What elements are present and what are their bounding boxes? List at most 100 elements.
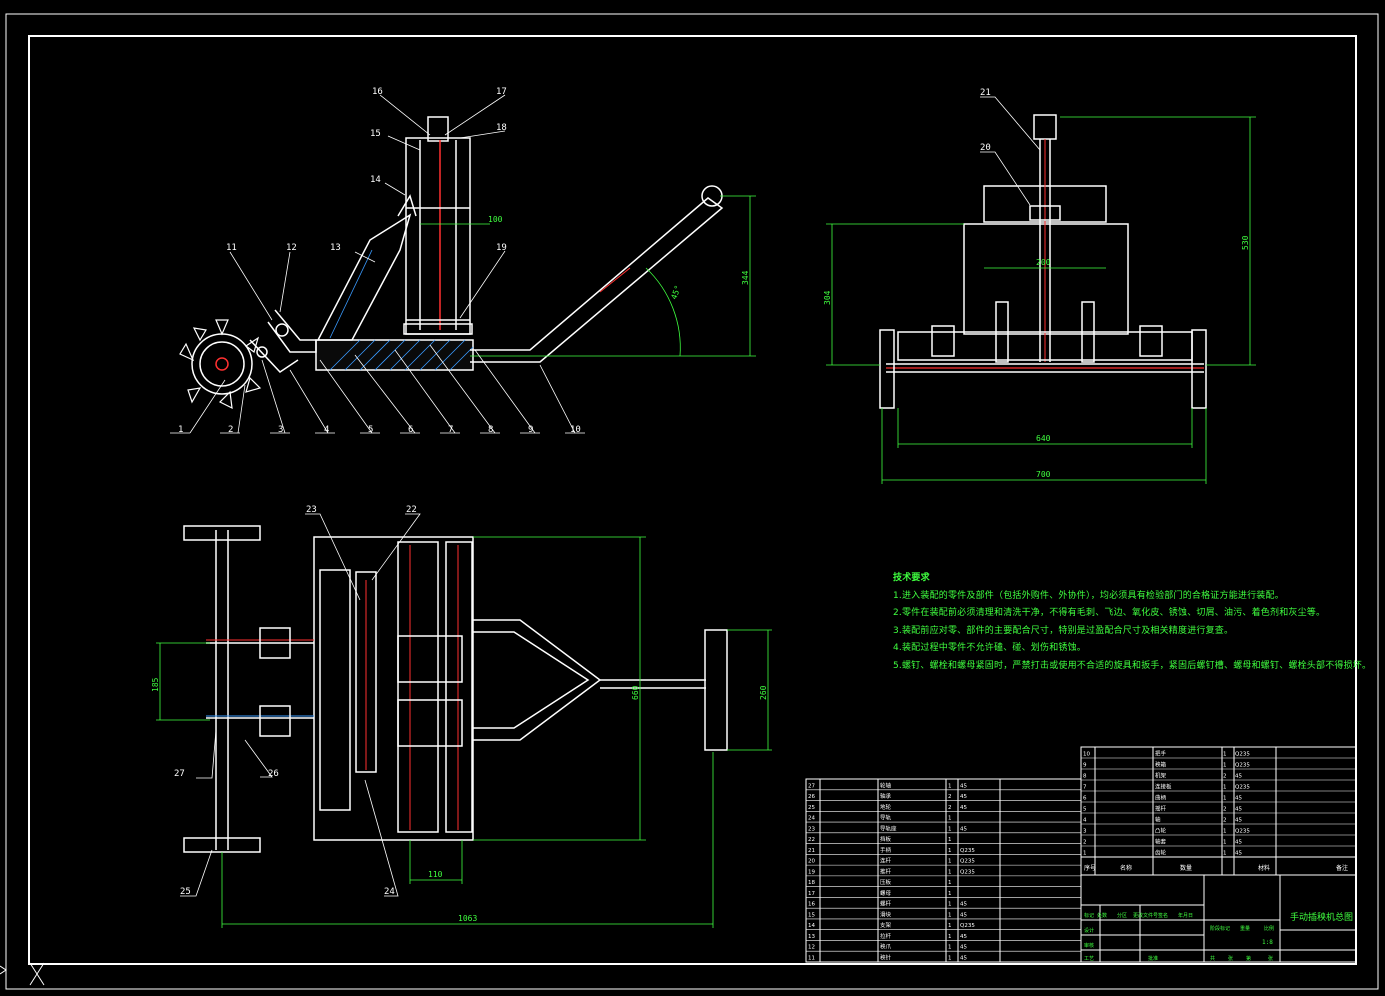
bom-cell: 压板 [880,878,892,886]
title-block-label: 审核 [1084,942,1094,949]
bom-cell: 地轮 [880,803,892,811]
plan-view [156,513,772,928]
bom-cell: 21 [808,848,815,854]
bom-table-right [1080,746,1357,876]
bom-cell: 2 [1223,807,1227,813]
title-block-label: 标记 [1084,912,1094,919]
tech-note: 3.装配前应对零、部件的主要配合尺寸，特别是过盈配合尺寸及相关精度进行复查。 [893,625,1234,636]
bom-cell: 45 [1235,807,1242,813]
bom-cell: 手柄 [880,846,892,854]
bom-cell: 轮轴 [880,781,892,789]
part-label: 17 [496,87,507,97]
part-label: 15 [370,129,381,139]
bom-cell: 推杆 [880,867,892,875]
outer-border [5,13,1379,990]
bom-cell: 12 [808,945,815,951]
bom-cell: 1 [948,880,952,886]
bom-cell: 45 [960,912,967,918]
bom-cell: 秧箱 [1155,761,1167,769]
bom-cell: 19 [808,869,815,875]
bom-cell: 2 [948,794,952,800]
bom-cell: 2 [1223,818,1227,824]
bom-cell: 螺杆 [880,900,892,908]
bom-cell: 1 [1223,851,1227,857]
part-label: 25 [180,887,191,897]
title-block-label: 张 [1268,955,1273,962]
bom-cell: 7 [1083,785,1087,791]
dim-700: 700 [1036,470,1051,479]
part-label: 7 [448,425,453,435]
bom-cell: 2 [1223,774,1227,780]
part-label: 5 [368,425,373,435]
title-block-label: 重量 [1240,925,1250,932]
bom-cell: 轴 [1155,816,1161,824]
dim-1063: 1063 [458,914,477,923]
part-label: 19 [496,243,507,253]
bom-header-cell: 数量 [1180,864,1192,872]
bom-cell: Q235 [960,848,975,854]
bom-cell: 秧针 [880,954,892,962]
bom-cell: 1 [948,826,952,832]
bom-cell: 1 [948,837,952,843]
part-label: 26 [268,769,279,779]
dim-inner: 100 [488,215,503,224]
bom-cell: 18 [808,880,815,886]
bom-cell: 1 [948,816,952,822]
part-label: 22 [406,505,417,515]
bom-cell: 1 [1223,829,1227,835]
bom-cell: 4 [1083,818,1087,824]
bom-cell: 1 [1083,851,1087,857]
title-block-label: 设计 [1084,927,1094,934]
dim-185: 185 [151,677,160,692]
part-label: 18 [496,123,507,133]
part-label: 13 [330,243,341,253]
bom-cell: 45 [960,945,967,951]
bom-cell: 螺母 [880,889,892,897]
part-label: 27 [174,769,185,779]
bom-cell: 23 [808,826,815,832]
tech-note: 5.螺钉、螺栓和螺母紧固时，严禁打击或使用不合适的旋具和扳手，紧固后螺钉槽、螺母… [893,660,1372,671]
part-label: 2 [228,425,233,435]
bom-cell: 20 [808,859,815,865]
bom-cell: 11 [808,956,815,962]
bom-cell: 1 [1223,763,1227,769]
bom-cell: Q235 [1235,752,1250,758]
bom-cell: 45 [960,783,967,789]
bom-cell: 1 [1223,840,1227,846]
bom-cell: 45 [960,956,967,962]
bom-cell: 导轨座 [880,824,897,832]
bom-cell: 45 [1235,818,1242,824]
bom-cell: 摇杆 [1155,805,1167,813]
bom-cell: 45 [1235,851,1242,857]
bom-cell: 1 [948,912,952,918]
bom-cell: 1 [948,869,952,875]
bom-cell: 1 [1223,785,1227,791]
bom-cell: 15 [808,912,815,918]
bom-header-cell: 名称 [1120,864,1132,872]
bom-cell: 24 [808,816,815,822]
bom-cell: 导轨 [880,814,892,822]
title-block-label: 张 [1228,955,1233,962]
bom-cell: 1 [1223,752,1227,758]
bom-cell: 曲柄 [1155,794,1167,802]
bom-cell: 连杆 [880,857,892,865]
dim-260: 260 [759,685,768,700]
bom-cell: 2 [1083,840,1087,846]
dim-height: 344 [741,270,750,285]
bom-cell: 14 [808,923,815,929]
bom-cell: 17 [808,891,815,897]
bom-cell: 轴承 [880,792,892,800]
dim-200: 200 [1036,258,1051,267]
part-label: 1 [178,425,183,435]
bom-cell: 22 [808,837,815,843]
dim-304: 304 [823,290,832,305]
drawing-scale: 1:8 [1262,939,1273,946]
bom-cell: 26 [808,794,815,800]
bom-cell: 1 [948,859,952,865]
part-label: 20 [980,143,991,153]
bom-cell: 45 [1235,840,1242,846]
bom-cell: 1 [948,891,952,897]
bom-cell: 10 [1083,752,1090,758]
part-label: 8 [488,425,493,435]
bom-cell: 连接板 [1155,783,1172,791]
